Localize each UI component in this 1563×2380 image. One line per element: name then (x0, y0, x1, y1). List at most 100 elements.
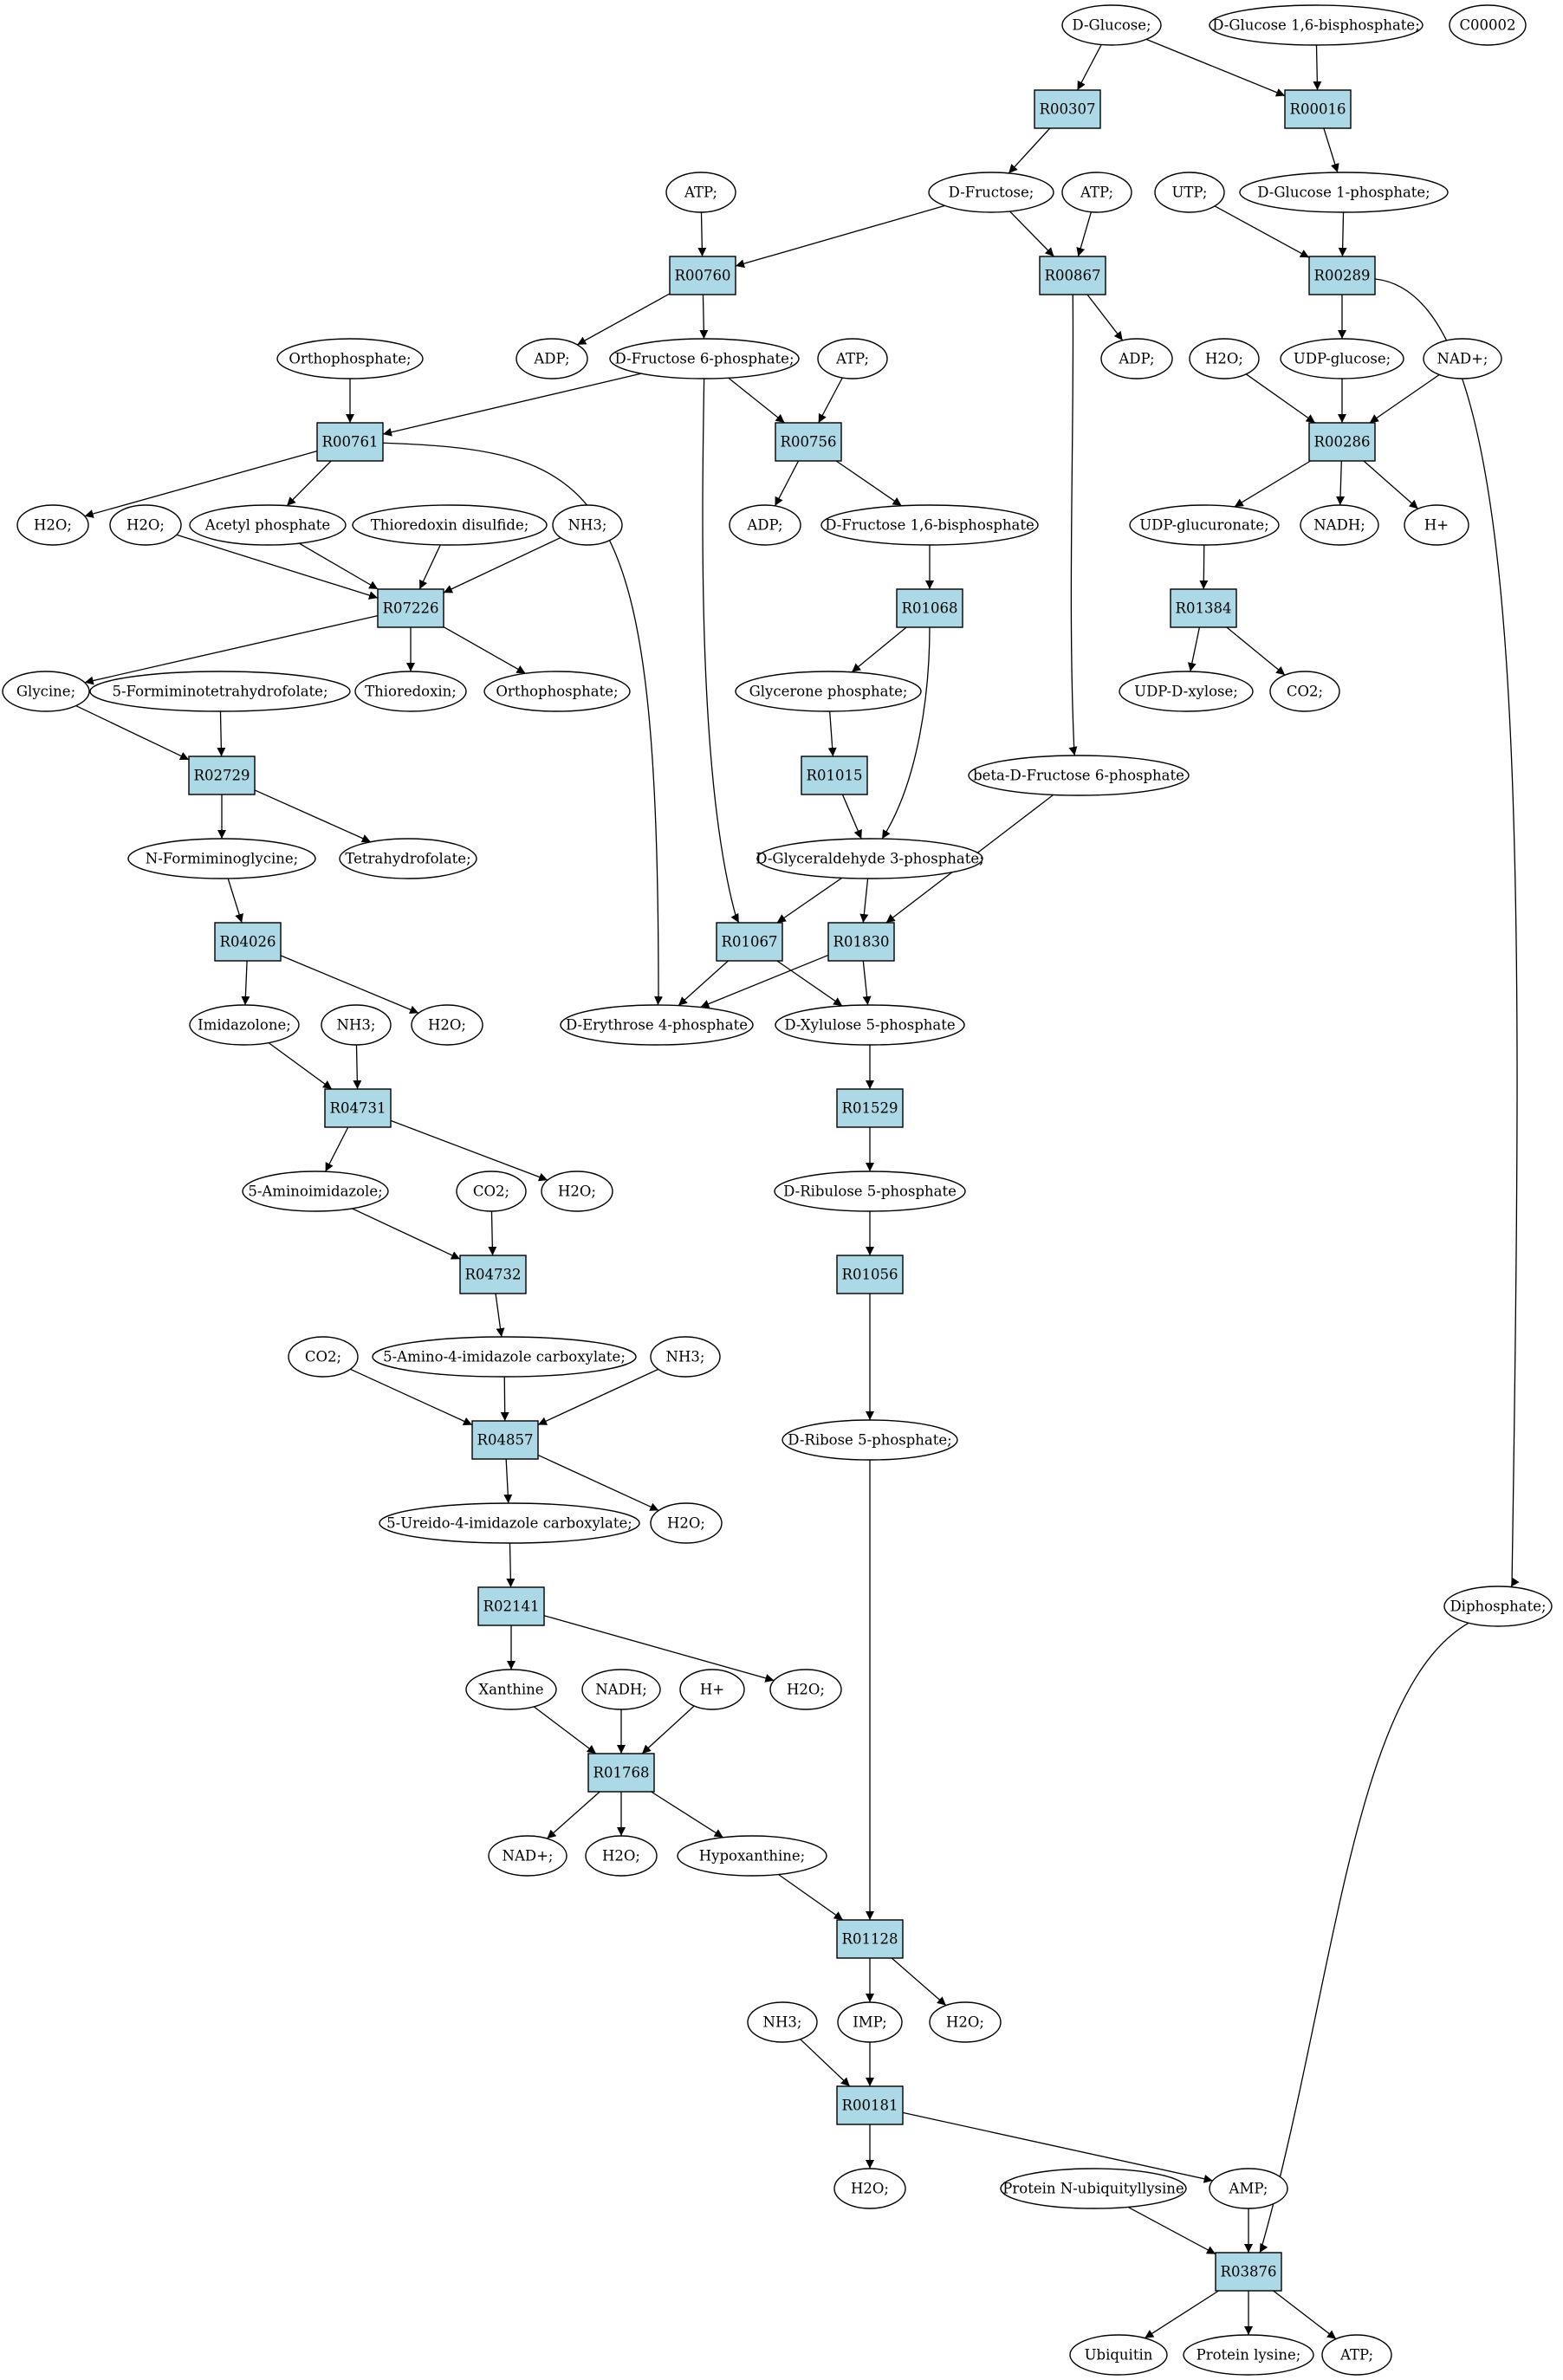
compound-node-g3p[interactable]: D-Glyceraldehyde 3-phosphate; (756, 838, 984, 879)
compound-node-xanthine[interactable]: Xanthine (465, 1669, 557, 1710)
reaction-node-r00756[interactable]: R00756 (775, 422, 842, 462)
compound-node-h2o_a[interactable]: H2O; (1189, 338, 1260, 379)
compound-node-h2o9[interactable]: H2O; (833, 2168, 906, 2209)
compound-node-co2_2[interactable]: CO2; (456, 1171, 527, 1212)
compound-node-nadp2[interactable]: NAD+; (488, 1835, 567, 1877)
reaction-node-r01068[interactable]: R01068 (896, 588, 963, 628)
reaction-node-r01067[interactable]: R01067 (716, 922, 783, 962)
reaction-node-r01384[interactable]: R01384 (1170, 588, 1237, 628)
compound-node-acetylp[interactable]: Acetyl phosphate (189, 504, 347, 546)
compound-label: D-Ribulose 5-phosphate (783, 1184, 957, 1200)
compound-node-atp4[interactable]: ATP; (1321, 2334, 1392, 2376)
compound-node-utp[interactable]: UTP; (1154, 172, 1225, 213)
reaction-node-r00761[interactable]: R00761 (316, 422, 384, 462)
compound-node-ru5p[interactable]: D-Ribulose 5-phosphate (774, 1171, 966, 1212)
compound-node-ureido[interactable]: 5-Ureido-4-imidazole carboxylate; (379, 1502, 640, 1544)
reaction-node-r01056[interactable]: R01056 (836, 1255, 904, 1294)
compound-node-diphos[interactable]: Diphosphate; (1443, 1586, 1553, 1627)
compound-node-protlys[interactable]: Protein lysine; (1183, 2334, 1314, 2376)
compound-node-h2o3[interactable]: H2O; (411, 1004, 483, 1046)
edge-h2o2-to-R07226 (176, 534, 379, 600)
reaction-node-r00867[interactable]: R00867 (1039, 256, 1106, 295)
compound-node-h2o4[interactable]: H2O; (541, 1171, 613, 1212)
compound-node-glc1p[interactable]: D-Glucose 1-phosphate; (1239, 172, 1449, 213)
compound-node-adp2[interactable]: ADP; (1100, 338, 1173, 379)
compound-node-orthophos1[interactable]: Orthophosphate; (276, 338, 424, 379)
compound-node-nh3_4[interactable]: NH3; (747, 2001, 818, 2043)
reaction-node-r02729[interactable]: R02729 (188, 756, 256, 795)
compound-node-h2o7[interactable]: H2O; (585, 1835, 658, 1877)
compound-node-atp1[interactable]: ATP; (665, 172, 736, 213)
compound-node-f6p[interactable]: D-Fructose 6-phosphate; (609, 338, 800, 379)
compound-node-co2_3[interactable]: CO2; (288, 1336, 359, 1378)
reaction-node-r00016[interactable]: R00016 (1284, 89, 1352, 129)
compound-node-hplus1[interactable]: H+ (1404, 504, 1469, 546)
reaction-node-r00286[interactable]: R00286 (1308, 422, 1376, 462)
compound-node-orthophos2[interactable]: Orthophosphate; (483, 671, 631, 712)
compound-node-aminoimid[interactable]: 5-Aminoimidazole; (242, 1171, 389, 1212)
compound-node-c00002[interactable]: C00002 (1449, 4, 1527, 46)
reaction-node-r01015[interactable]: R01015 (801, 756, 868, 795)
reaction-node-r02141[interactable]: R02141 (477, 1586, 545, 1626)
compound-node-imp[interactable]: IMP; (837, 2001, 903, 2043)
compound-node-glucose[interactable]: D-Glucose; (1061, 4, 1162, 46)
reaction-node-r00181[interactable]: R00181 (836, 2085, 904, 2125)
compound-node-ubiquitin[interactable]: Ubiquitin (1069, 2334, 1168, 2376)
compound-node-nh3_1[interactable]: NH3; (552, 504, 623, 546)
compound-node-amp[interactable]: AMP; (1209, 2168, 1288, 2209)
compound-node-formthf[interactable]: 5-Formiminotetrahydrofolate; (89, 671, 351, 712)
compound-node-thioredoxin[interactable]: Thioredoxin; (354, 671, 467, 712)
compound-node-protubi[interactable]: Protein N-ubiquityllysine (1000, 2168, 1187, 2209)
compound-node-h2o6[interactable]: H2O; (769, 1669, 842, 1710)
compound-node-hplus2[interactable]: H+ (679, 1669, 745, 1710)
compound-node-fructose[interactable]: D-Fructose; (928, 172, 1054, 213)
compound-node-e4p[interactable]: D-Erythrose 4-phosphate (560, 1004, 754, 1046)
compound-node-nadh2[interactable]: NADH; (581, 1669, 661, 1710)
reaction-node-r04732[interactable]: R04732 (459, 1255, 527, 1294)
reaction-node-r04731[interactable]: R04731 (324, 1088, 392, 1128)
compound-node-f16bp[interactable]: D-Fructose 1,6-bisphosphate (820, 504, 1039, 546)
compound-node-aicarb[interactable]: 5-Amino-4-imidazole carboxylate; (372, 1336, 637, 1378)
compound-node-imidazolone[interactable]: Imidazolone; (189, 1004, 300, 1046)
compound-node-adp1[interactable]: ADP; (516, 338, 588, 379)
reaction-node-r07226[interactable]: R07226 (377, 588, 444, 628)
compound-node-nadh1[interactable]: NADH; (1300, 504, 1379, 546)
reaction-node-r04857[interactable]: R04857 (471, 1420, 539, 1460)
compound-node-h2o2[interactable]: H2O; (109, 504, 182, 546)
compound-node-thf[interactable]: Tetrahydrofolate; (339, 838, 477, 879)
compound-ellipse (769, 1669, 842, 1710)
compound-node-glc16bp[interactable]: D-Glucose 1,6-bisphosphate; (1209, 4, 1424, 46)
compound-node-x5p[interactable]: D-Xylulose 5-phosphate (775, 1004, 965, 1046)
compound-node-h2o8[interactable]: H2O; (929, 2001, 1002, 2043)
edge-nh3_2-to-R04731 (353, 1044, 362, 1090)
compound-node-udpglc[interactable]: UDP-glucose; (1280, 338, 1404, 379)
compound-node-nh3_2[interactable]: NH3; (321, 1004, 392, 1046)
compound-node-udpglcur[interactable]: UDP-glucuronate; (1129, 504, 1280, 546)
compound-node-thiodis[interactable]: Thioredoxin disulfide; (352, 504, 548, 546)
compound-node-formgly[interactable]: N-Formiminoglycine; (127, 838, 316, 879)
compound-node-bf6p[interactable]: beta-D-Fructose 6-phosphate (968, 755, 1190, 796)
reaction-node-r01529[interactable]: R01529 (836, 1088, 904, 1128)
compound-node-nh3_3[interactable]: NH3; (650, 1336, 721, 1378)
reaction-node-r01768[interactable]: R01768 (587, 1753, 655, 1793)
reaction-node-r01128[interactable]: R01128 (836, 1919, 904, 1959)
compound-node-h2o1[interactable]: H2O; (16, 504, 89, 546)
reaction-node-r01830[interactable]: R01830 (827, 922, 895, 962)
reaction-node-r00289[interactable]: R00289 (1308, 256, 1376, 295)
reaction-node-r04026[interactable]: R04026 (214, 922, 282, 962)
compound-node-dhap[interactable]: Glycerone phosphate; (735, 671, 922, 712)
compound-node-atp2[interactable]: ATP; (1061, 172, 1132, 213)
compound-node-glycine[interactable]: Glycine; (2, 671, 90, 712)
reaction-node-r00307[interactable]: R00307 (1034, 89, 1101, 129)
compound-node-co2_1[interactable]: CO2; (1269, 671, 1340, 712)
compound-node-atp3[interactable]: ATP; (817, 338, 888, 379)
compound-node-r5p[interactable]: D-Ribose 5-phosphate; (782, 1419, 958, 1461)
compound-node-nadp[interactable]: NAD+; (1423, 338, 1502, 379)
compound-node-udpxyl[interactable]: UDP-D-xylose; (1119, 671, 1254, 712)
compound-node-hypox[interactable]: Hypoxanthine; (677, 1835, 827, 1877)
compound-node-adp3[interactable]: ADP; (729, 504, 801, 546)
compound-node-h2o5[interactable]: H2O; (650, 1502, 723, 1544)
reaction-node-r03876[interactable]: R03876 (1215, 2252, 1282, 2292)
reaction-node-r00760[interactable]: R00760 (669, 256, 736, 295)
compound-ellipse (729, 504, 801, 546)
